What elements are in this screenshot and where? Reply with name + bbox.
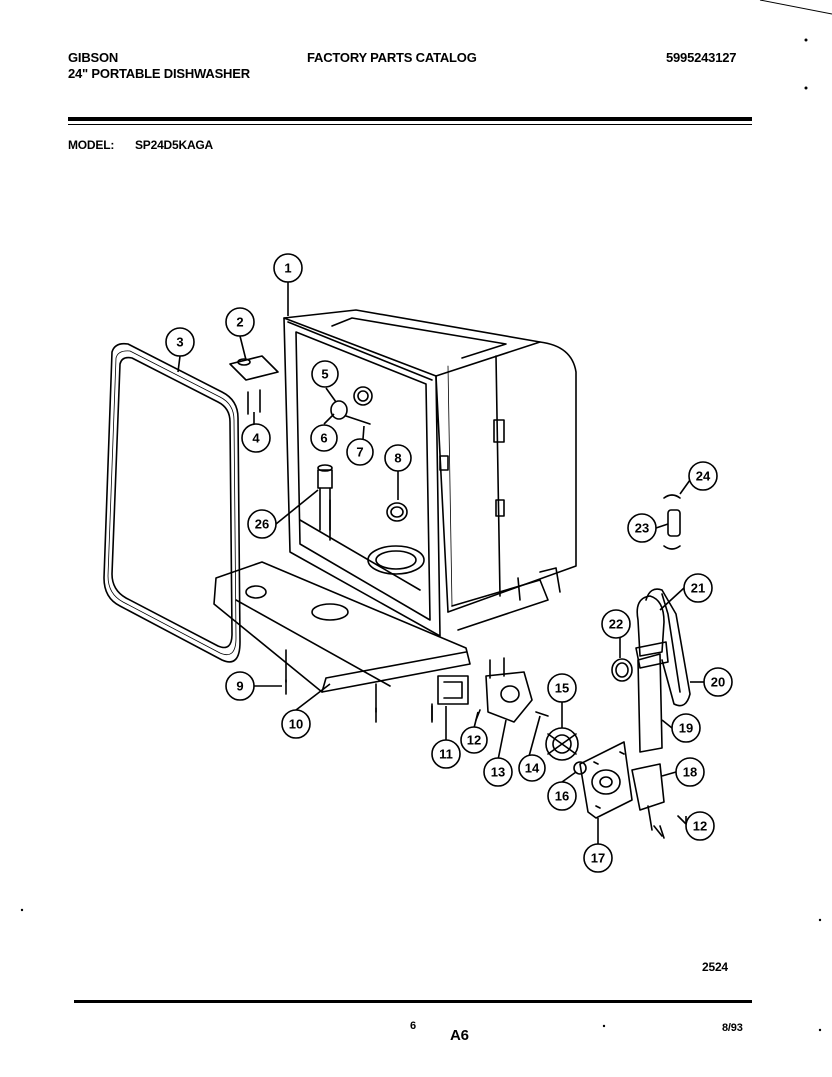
callout-11	[431, 739, 461, 769]
page-mark: 6	[410, 1020, 416, 1032]
callout-label-11: 11	[439, 747, 453, 762]
callout-18	[675, 757, 705, 787]
callout-13	[483, 757, 513, 787]
drawing-number: 2524	[702, 960, 728, 974]
callout-label-12a: 12	[467, 733, 481, 748]
product-name: 24" PORTABLE DISHWASHER	[68, 66, 250, 81]
callout-12a	[460, 726, 488, 754]
callout-8	[384, 444, 412, 472]
model-label: MODEL:	[68, 138, 115, 152]
scan-specks	[20, 38, 822, 1032]
callout-label-3: 3	[176, 335, 183, 350]
callout-label-7: 7	[356, 445, 363, 460]
callout-4	[241, 423, 271, 453]
revision-date: 8/93	[722, 1022, 743, 1034]
callout-9	[225, 671, 255, 701]
callout-label-12b: 12	[693, 819, 707, 834]
callout-2	[225, 307, 255, 337]
scan-edge-line	[759, 0, 832, 15]
header-rule-thick	[68, 117, 752, 121]
header-rule-thin	[68, 124, 752, 125]
pump-parts	[431, 657, 633, 819]
callout-20	[703, 667, 733, 697]
base-panel	[213, 561, 471, 713]
callout-16	[547, 781, 577, 811]
callout-5	[311, 360, 339, 388]
callout-12b	[685, 811, 715, 841]
callout-label-10: 10	[289, 717, 303, 732]
callout-label-19: 19	[679, 721, 693, 736]
brand-name: GIBSON	[68, 50, 119, 65]
callout-22	[601, 609, 631, 639]
callout-14	[518, 754, 546, 782]
model-number: SP24D5KAGA	[135, 138, 214, 152]
callout-label-17: 17	[591, 851, 605, 866]
catalog-title: FACTORY PARTS CATALOG	[307, 50, 477, 65]
callout-label-22: 22	[609, 617, 623, 632]
tub-assembly	[283, 309, 577, 637]
loose-screws	[285, 679, 687, 839]
callout-19	[671, 713, 701, 743]
callout-label-2: 2	[236, 315, 243, 330]
door-gasket	[103, 342, 241, 663]
callout-21	[683, 573, 713, 603]
callout-10	[281, 709, 311, 739]
callout-label-16: 16	[555, 789, 569, 804]
callout-24	[688, 461, 718, 491]
callout-label-23: 23	[635, 521, 649, 536]
callout-label-8: 8	[394, 451, 401, 466]
callout-17	[583, 843, 613, 873]
callout-6	[310, 424, 338, 452]
hinge-bracket	[229, 355, 279, 415]
callout-label-5: 5	[321, 367, 328, 382]
page-code: A6	[450, 1027, 469, 1044]
callout-label-1: 1	[284, 261, 291, 276]
hose-assembly	[611, 494, 691, 837]
callout-7	[346, 438, 374, 466]
callout-3	[165, 327, 195, 357]
callout-label-15: 15	[555, 681, 569, 696]
callout-label-13: 13	[491, 765, 505, 780]
callout-label-21: 21	[691, 581, 705, 596]
callout-label-9: 9	[236, 679, 243, 694]
callout-15	[547, 673, 577, 703]
callout-1	[273, 253, 303, 283]
callout-label-6: 6	[320, 431, 327, 446]
catalog-number: 5995243127	[666, 50, 737, 65]
callout-23	[627, 513, 657, 543]
footer-rule	[74, 1000, 752, 1003]
callout-label-4: 4	[252, 431, 260, 446]
callout-26	[247, 509, 277, 539]
callout-label-20: 20	[711, 675, 725, 690]
callout-label-24: 24	[696, 469, 711, 484]
callout-label-14: 14	[525, 761, 540, 776]
callout-label-18: 18	[683, 765, 697, 780]
callout-label-26: 26	[255, 517, 269, 532]
